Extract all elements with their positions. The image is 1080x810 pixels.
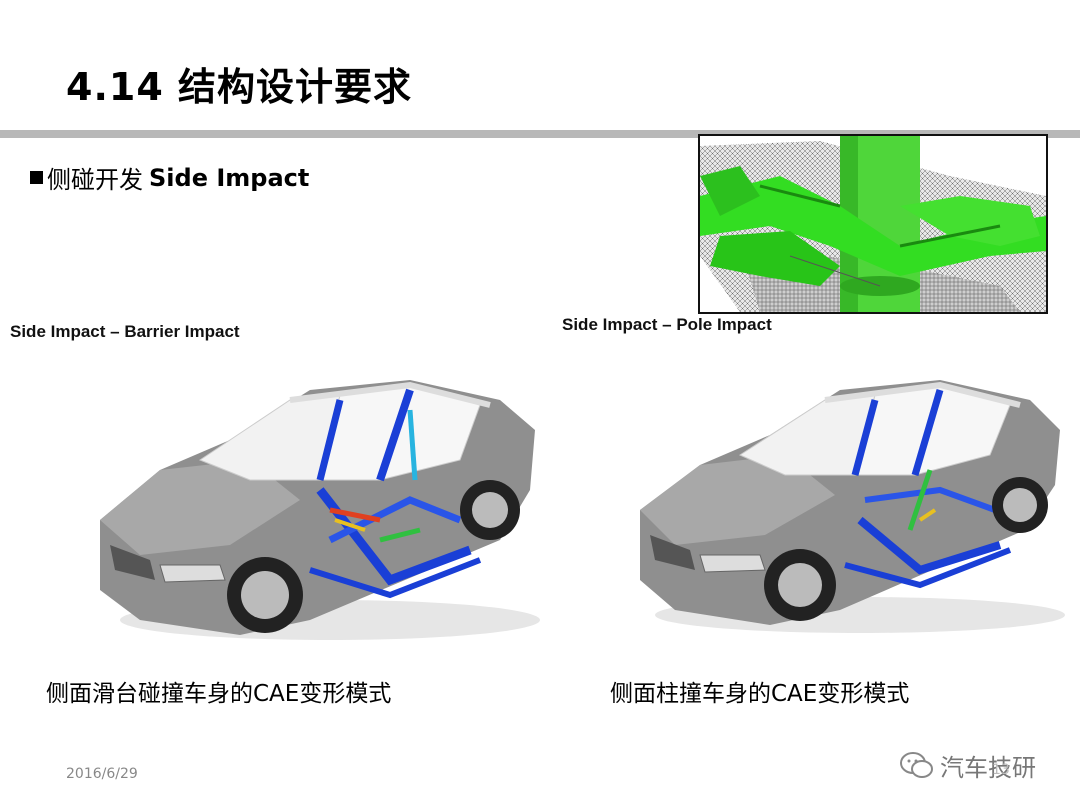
pole-impact-caption: 侧面柱撞车身的CAE变形模式 bbox=[610, 681, 910, 707]
barrier-impact-caption: 侧面滑台碰撞车身的CAE变形模式 bbox=[46, 681, 392, 707]
pole-impact-label: Side Impact – Pole Impact bbox=[562, 315, 772, 334]
watermark-text: 汽车技研 bbox=[940, 754, 1036, 782]
pole-impact-car-model bbox=[640, 380, 1065, 633]
slide-title: 4.14 结构设计要求 bbox=[66, 65, 412, 109]
bullet-chinese-text: 侧碰开发 bbox=[47, 166, 143, 194]
barrier-impact-label: Side Impact – Barrier Impact bbox=[10, 322, 240, 341]
title-divider bbox=[0, 130, 1080, 138]
wechat-icon bbox=[900, 751, 933, 778]
bullet-side-impact: 侧碰开发 Side Impact bbox=[30, 160, 309, 195]
page-number: 13 bbox=[992, 762, 1010, 778]
watermark: 汽车技研 bbox=[900, 748, 1036, 783]
pole-deformation-closeup-image bbox=[698, 134, 1048, 314]
square-bullet-icon bbox=[30, 171, 43, 184]
bullet-english-text: Side Impact bbox=[149, 163, 310, 192]
slide-date: 2016/6/29 bbox=[66, 766, 138, 782]
barrier-impact-car-model bbox=[100, 380, 540, 640]
